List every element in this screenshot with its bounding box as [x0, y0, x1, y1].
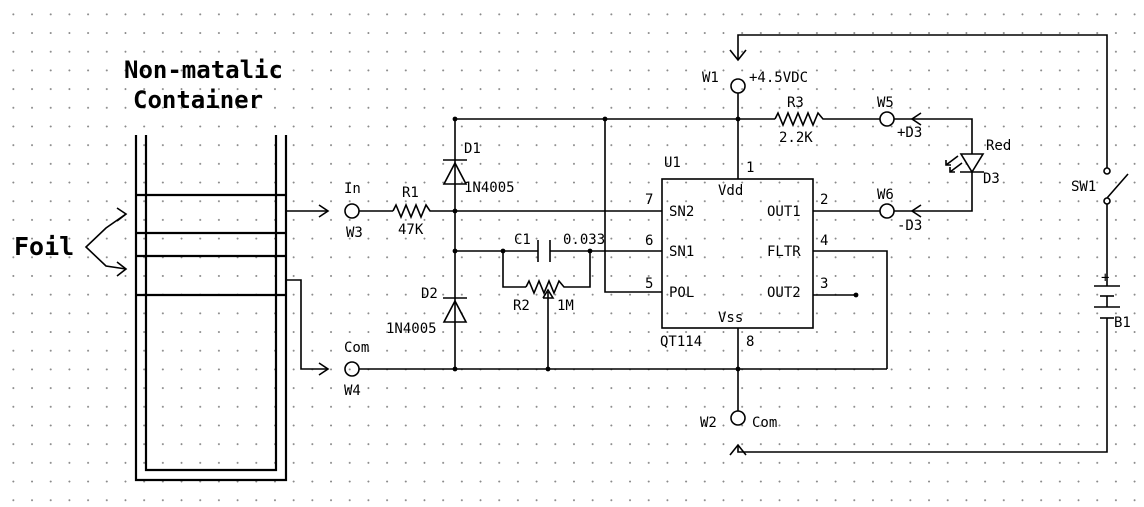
junction-dots: [452, 116, 859, 372]
u1-pin-number-5: 5: [645, 276, 653, 292]
w5-label: +D3: [897, 125, 922, 141]
w5-ref: W5: [877, 95, 894, 111]
b1-plus-sign: +: [1101, 270, 1109, 286]
w4-ref: W4: [344, 383, 361, 399]
terminal-w4: [344, 361, 360, 377]
u1-pin-number-4: 4: [820, 233, 828, 249]
potentiometer-r2: [525, 278, 568, 299]
w2-label: Com: [752, 415, 777, 431]
r2-value: 1M: [557, 298, 574, 314]
foil-lead-wires: [286, 204, 330, 376]
w1-ref: W1: [702, 70, 719, 86]
non-metallic-container: [134, 135, 288, 482]
w3-ref: W3: [346, 225, 363, 241]
foil-pointer-arrows: [84, 207, 128, 277]
switch-sw1: [1103, 167, 1129, 205]
r3-ref: R3: [787, 95, 804, 111]
foil-label: Foil: [14, 232, 74, 261]
u1-pin-vdd: Vdd: [718, 183, 743, 199]
c1-ref: C1: [514, 232, 531, 248]
terminal-w2: [730, 410, 746, 426]
connection-arrowheads: [729, 49, 922, 456]
d2-ref: D2: [421, 286, 438, 302]
led-d3: [945, 153, 985, 174]
battery-b1: [1094, 285, 1120, 319]
r1-ref: R1: [402, 185, 419, 201]
diode-d2: [442, 292, 468, 323]
terminal-w6: [879, 203, 895, 219]
terminal-w1: [730, 78, 746, 94]
resistor-r1: [392, 202, 433, 220]
capacitor-c1: [537, 240, 551, 262]
r2-ref: R2: [513, 298, 530, 314]
u1-pin-number-1: 1: [746, 160, 754, 176]
terminal-w3: [344, 203, 360, 219]
w2-ref: W2: [700, 415, 717, 431]
circuit-wires: [359, 34, 1108, 453]
d3-ref: D3: [983, 171, 1000, 187]
u1-pin-sn1: SN1: [669, 244, 694, 260]
resistor-r3: [774, 110, 826, 128]
b1-ref: B1: [1114, 315, 1131, 331]
r1-value: 47K: [398, 222, 424, 238]
sw1-ref: SW1: [1071, 179, 1096, 195]
u1-pin-number-2: 2: [820, 192, 828, 208]
w1-label: +4.5VDC: [749, 70, 808, 86]
c1-value: 0.033: [563, 232, 605, 248]
w6-label: -D3: [897, 218, 922, 234]
r3-value: 2.2K: [779, 130, 813, 146]
d1-ref: D1: [464, 141, 481, 157]
u1-pin-vss: Vss: [718, 310, 743, 326]
terminal-w5: [879, 111, 895, 127]
u1-pin-out2: OUT2: [767, 285, 801, 301]
diode-d1: [442, 158, 468, 185]
u1-pin-fltr: FLTR: [767, 244, 801, 260]
u1-pin-number-8: 8: [746, 334, 754, 350]
u1-pin-pol: POL: [669, 285, 694, 301]
u1-part: QT114: [660, 334, 702, 350]
container-title-line2: Container: [133, 86, 263, 114]
u1-pin-number-7: 7: [645, 192, 653, 208]
container-title-line1: Non-matalic: [124, 56, 283, 84]
u1-pin-number-6: 6: [645, 233, 653, 249]
w3-label: In: [344, 181, 361, 197]
u1-pin-number-3: 3: [820, 276, 828, 292]
u1-pin-sn2: SN2: [669, 204, 694, 220]
d2-value: 1N4005: [386, 321, 437, 337]
ic-u1-body: [661, 178, 814, 329]
w4-label: Com: [344, 340, 369, 356]
u1-ref: U1: [664, 155, 681, 171]
u1-pin-out1: OUT1: [767, 204, 801, 220]
d3-color: Red: [986, 138, 1011, 154]
d1-value: 1N4005: [464, 180, 515, 196]
w6-ref: W6: [877, 187, 894, 203]
